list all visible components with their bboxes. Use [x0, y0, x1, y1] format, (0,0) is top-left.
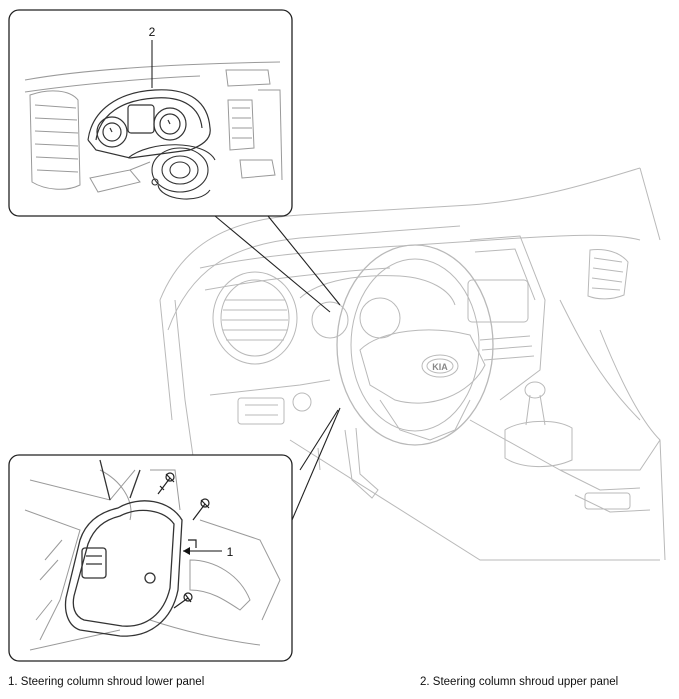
kia-logo-text: KIA: [432, 362, 448, 372]
callout-1-number: 1: [227, 545, 234, 559]
lower-panel-inset: 1: [8, 454, 293, 662]
legend-item-lower-panel: 1. Steering column shroud lower panel: [8, 676, 205, 688]
screws: [157, 472, 210, 609]
legend-item-upper-panel: 2. Steering column shroud upper panel: [420, 676, 619, 688]
dashboard-illustration: [159, 167, 666, 561]
upper-panel-inset: 2: [8, 9, 293, 217]
callout-2-number: 2: [149, 25, 156, 39]
leader-lines: [214, 215, 341, 521]
